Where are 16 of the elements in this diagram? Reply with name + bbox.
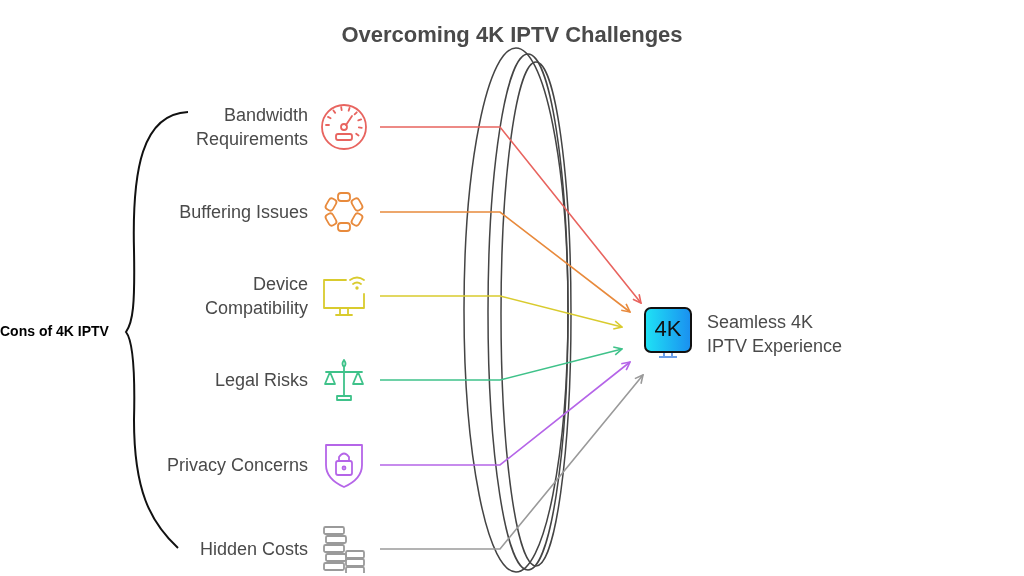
tv-label: 4K xyxy=(653,316,683,342)
challenge-label: Device Compatibility xyxy=(203,273,308,320)
arrow xyxy=(379,361,631,466)
bracket-label: Cons of 4K IPTV xyxy=(0,323,109,339)
diagram-title: Overcoming 4K IPTV Challenges xyxy=(340,22,684,48)
arrow xyxy=(379,346,623,381)
outcome-text: Seamless 4K IPTV Experience xyxy=(707,311,844,358)
challenge-label: Privacy Concerns xyxy=(165,454,308,477)
arrow xyxy=(379,126,642,304)
challenge-label: Hidden Costs xyxy=(198,538,308,561)
challenge-label: Legal Risks xyxy=(213,369,308,392)
arrow xyxy=(379,374,644,550)
arrow xyxy=(379,211,631,313)
challenge-label: Bandwidth Requirements xyxy=(194,104,308,151)
arrow xyxy=(379,295,623,330)
challenge-label: Buffering Issues xyxy=(178,201,308,224)
